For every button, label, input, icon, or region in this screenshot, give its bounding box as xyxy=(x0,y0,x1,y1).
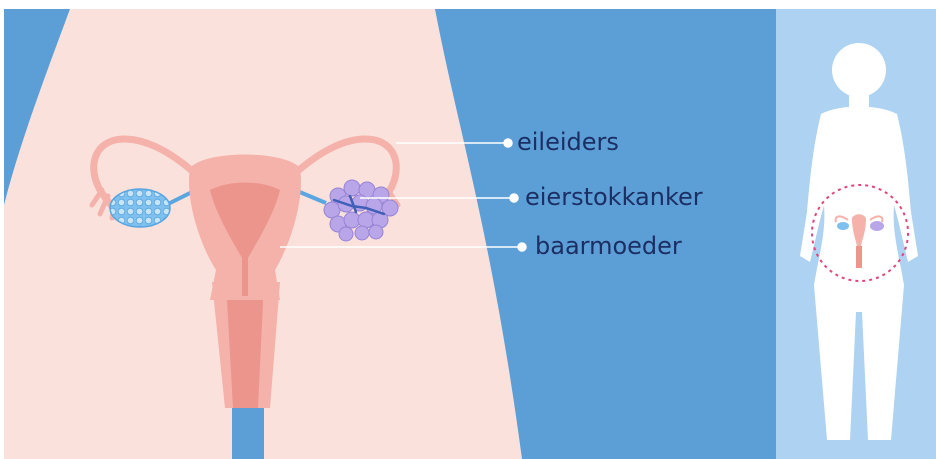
label-fallopian-tubes: eileiders xyxy=(517,127,619,157)
healthy-ovary xyxy=(110,189,170,227)
label-uterus: baarmoeder xyxy=(535,231,682,261)
label-ovarian-cancer: eierstokkanker xyxy=(525,182,703,212)
